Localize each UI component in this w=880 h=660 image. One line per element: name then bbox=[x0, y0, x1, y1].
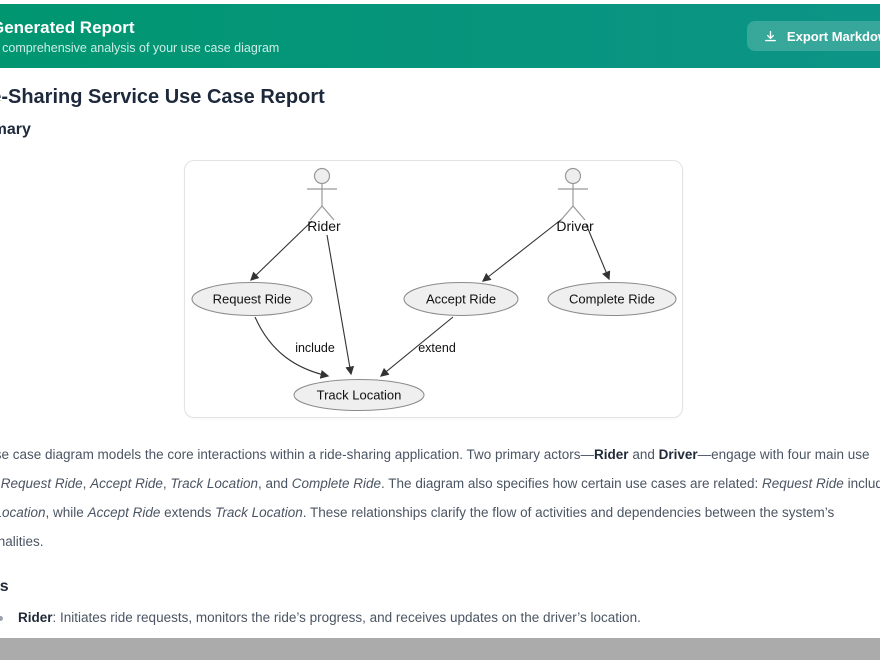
edge-rider-track-location bbox=[325, 234, 354, 376]
edge-include bbox=[253, 316, 329, 379]
use-case-complete-ride: Complete Ride bbox=[547, 282, 676, 316]
rider-bullet-text: : Initiates ride requests, monitors the … bbox=[52, 610, 641, 625]
header-text: Generated Report A comprehensive analysi… bbox=[0, 17, 279, 55]
use-case-complete-ride-label: Complete Ride bbox=[569, 292, 655, 307]
summary-paragraph: This use case diagram models the core in… bbox=[0, 447, 880, 549]
edge-extend bbox=[379, 316, 453, 377]
use-case-track-location: Track Location bbox=[293, 379, 424, 411]
export-button-label: Export Markdown bbox=[786, 28, 880, 44]
use-case-track-location-label: Track Location bbox=[316, 388, 401, 403]
use-case-request-ride: Request Ride bbox=[191, 282, 312, 316]
edge-label-extend: extend bbox=[418, 341, 456, 355]
bottom-bar bbox=[0, 638, 880, 660]
report-header: Generated Report A comprehensive analysi… bbox=[0, 4, 880, 68]
actor-driver: Driver bbox=[556, 167, 594, 234]
page-title: Ride-Sharing Service Use Case Report bbox=[0, 86, 325, 108]
diagram-edges: include extend bbox=[249, 218, 610, 379]
summary-heading: Summary bbox=[0, 121, 31, 138]
edge-rider-request-ride bbox=[249, 220, 312, 281]
export-markdown-button[interactable]: Export Markdown bbox=[746, 21, 880, 51]
edge-driver-complete-ride bbox=[584, 223, 610, 281]
rider-bullet-label: Rider bbox=[18, 610, 53, 625]
use-case-diagram: include extend Rider bbox=[191, 167, 676, 411]
actors-heading: Actors bbox=[0, 578, 9, 595]
download-icon bbox=[763, 29, 778, 44]
header-title: Generated Report bbox=[0, 18, 135, 37]
edge-driver-accept-ride bbox=[481, 218, 562, 282]
use-case-diagram-card: include extend Rider bbox=[183, 160, 683, 418]
actor-rider: Rider bbox=[306, 167, 341, 234]
header-subtitle: A comprehensive analysis of your use cas… bbox=[0, 41, 280, 55]
use-case-request-ride-label: Request Ride bbox=[212, 292, 291, 307]
actor-driver-label: Driver bbox=[556, 218, 594, 234]
edge-label-include: include bbox=[295, 341, 335, 355]
use-case-accept-ride: Accept Ride bbox=[403, 282, 518, 316]
list-item-rider: Rider: Initiates ride requests, monitors… bbox=[0, 610, 880, 625]
use-case-accept-ride-label: Accept Ride bbox=[425, 292, 495, 307]
actor-rider-label: Rider bbox=[307, 218, 341, 234]
